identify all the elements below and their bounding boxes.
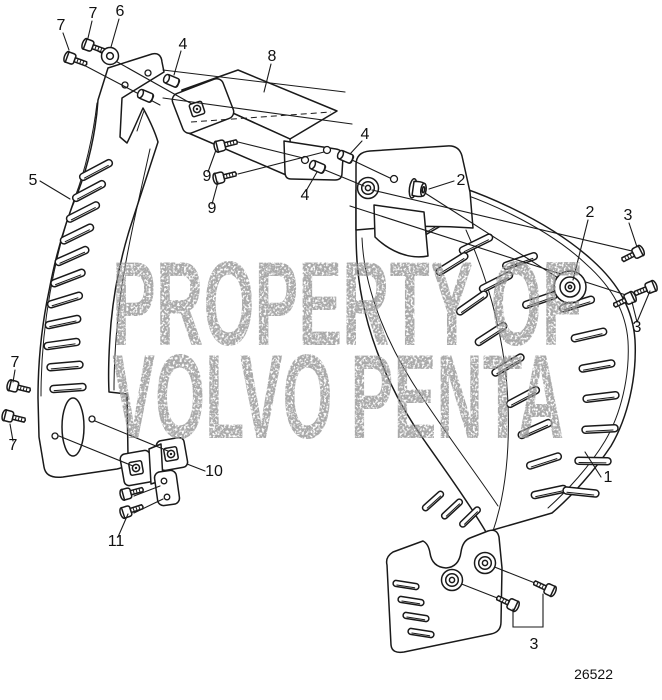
screw-3 xyxy=(530,576,559,599)
watermark-line-2: VOLVO PENTA xyxy=(112,330,564,464)
oval-cutout xyxy=(61,397,85,457)
screw-7 xyxy=(61,50,90,71)
horn-detail xyxy=(136,110,145,132)
callout-7-c: 7 xyxy=(11,354,20,371)
figure-number: 26522 xyxy=(574,666,613,682)
mount-hole xyxy=(88,415,96,423)
louver-slot xyxy=(420,489,446,513)
part-1-band xyxy=(355,175,637,533)
grommet xyxy=(440,568,464,592)
screw-7 xyxy=(5,378,33,397)
grommet xyxy=(473,551,497,575)
screw-11 xyxy=(118,500,146,520)
louver-slot xyxy=(439,497,465,521)
screw-3 xyxy=(631,278,660,300)
callout-2-a: 2 xyxy=(457,172,466,189)
louver-slot xyxy=(49,382,87,394)
callout-9-b: 9 xyxy=(208,200,217,217)
callout-6: 6 xyxy=(116,3,125,20)
washer-6 xyxy=(100,46,120,66)
watermark-line-1: PROPERTY OF xyxy=(112,237,582,371)
callout-labels: 7 7 6 4 8 4 4 9 9 2 2 3 3 5 7 7 10 11 1 … xyxy=(9,3,642,653)
callout-8: 8 xyxy=(268,48,277,65)
mount-hole xyxy=(163,493,171,501)
screw-3 xyxy=(618,243,647,266)
mount-hole xyxy=(322,145,332,155)
part-5-left-bracket xyxy=(37,52,165,479)
callout-4-c: 4 xyxy=(301,187,310,204)
hardware xyxy=(0,37,660,614)
callout-leaders xyxy=(9,18,651,628)
part-10-clamp-bracket xyxy=(119,436,189,507)
louver-slot xyxy=(581,423,619,435)
mount-hole xyxy=(51,432,59,440)
callout-9-a: 9 xyxy=(203,168,212,185)
screw-7 xyxy=(0,408,28,427)
callout-10: 10 xyxy=(205,463,223,480)
callout-11: 11 xyxy=(108,533,125,550)
part-1-foot xyxy=(385,529,503,654)
callout-4-a: 4 xyxy=(179,36,188,53)
callout-2-b: 2 xyxy=(586,204,595,221)
mount-hole xyxy=(160,477,168,485)
callout-4-b: 4 xyxy=(361,126,370,143)
part-10-leg xyxy=(153,469,181,507)
mount-hole xyxy=(144,69,152,77)
part-5-outline xyxy=(37,52,165,479)
callout-7-a: 7 xyxy=(57,17,66,34)
assembly-axis-lines xyxy=(58,49,637,602)
callout-7-b: 7 xyxy=(89,5,98,22)
callout-3-a: 3 xyxy=(624,207,633,224)
callout-7-d: 7 xyxy=(9,437,18,454)
mount-hole xyxy=(389,174,399,184)
spacer-4 xyxy=(161,72,181,89)
callout-3-c: 3 xyxy=(530,636,539,653)
screw-11 xyxy=(118,483,146,502)
callout-1: 1 xyxy=(604,469,613,486)
callout-5: 5 xyxy=(29,172,38,189)
grommet-2 xyxy=(356,176,380,200)
callout-3-b: 3 xyxy=(633,319,642,336)
watermark: PROPERTY OF VOLVO PENTA xyxy=(112,237,582,464)
screw-9 xyxy=(211,167,239,186)
spacer-4 xyxy=(135,87,155,104)
